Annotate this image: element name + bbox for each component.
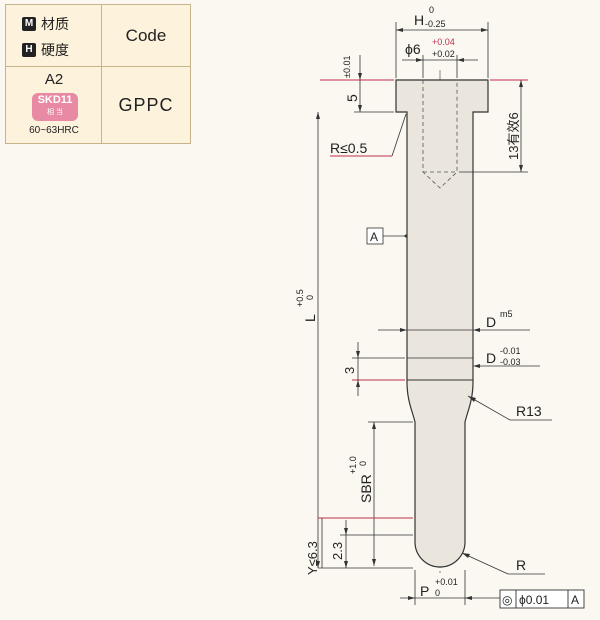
length-label: L [302, 314, 318, 322]
d2-tol-upper: -0.01 [500, 346, 521, 356]
dim-d-fit: D m5 [378, 309, 530, 332]
r13-callout: R13 [467, 395, 552, 421]
h-tol-upper: 0 [429, 5, 434, 15]
r13-label: R13 [516, 403, 542, 419]
equivalent-badge: SKD11 相 当 [32, 93, 78, 121]
d-fit-label: D [486, 314, 496, 330]
material-cell: A2 SKD11 相 当 60~63HRC [6, 67, 102, 143]
sbr-tol-lower: 0 [358, 461, 368, 466]
p-label: P [420, 583, 429, 599]
dim-sbr: SBR +1.0 0 [348, 421, 413, 566]
radius-head-callout: R≤0.5 [330, 113, 407, 157]
hardness-row: H 硬度 [22, 40, 69, 60]
depth-label: 13有效6 [506, 112, 521, 160]
phi6-tol-upper: +0.04 [432, 37, 455, 47]
dim-length: L +0.5 0 [295, 112, 320, 568]
code-header: Code [102, 5, 190, 67]
h-label: H [414, 12, 424, 28]
hardness-label: 硬度 [41, 42, 69, 58]
punch-body [395, 79, 489, 568]
d2-tol-lower: -0.03 [500, 357, 521, 367]
length-tol-lower: 0 [305, 295, 315, 300]
d2-label: D [486, 350, 496, 366]
material-row: M 材质 [22, 14, 69, 34]
material-label: 材质 [41, 16, 69, 32]
concentricity-symbol: ◎ [502, 593, 512, 607]
material-hardness-header: M 材质 H 硬度 [6, 5, 102, 67]
spec-table: M 材质 H 硬度 Code A2 SKD11 相 当 60~63HRC GPP… [5, 4, 191, 144]
sbr-tol-upper: +1.0 [348, 456, 358, 474]
d-fit-tol: m5 [500, 309, 513, 319]
h-icon: H [22, 43, 36, 57]
material-value: A2 [44, 71, 64, 88]
head-thk-tol: ±0.01 [342, 56, 352, 78]
concentricity-datum: A [571, 593, 579, 607]
dim-phi6: ϕ6 +0.04 +0.02 [402, 37, 478, 78]
concentricity-value: ϕ0.01 [519, 593, 549, 607]
step-label: 3 [342, 367, 357, 374]
dim-p: P +0.01 0 [400, 570, 480, 605]
datum-a: A [366, 227, 408, 245]
datum-a-label: A [370, 230, 378, 244]
dim-step: 3 D -0.01 -0.03 [342, 342, 540, 396]
length-tol-upper: +0.5 [295, 289, 305, 307]
tip-label: 2.3 [330, 542, 345, 560]
phi6-label: ϕ6 [405, 41, 421, 57]
radius-head-label: R≤0.5 [330, 140, 367, 156]
h-tol-lower: -0.25 [425, 19, 446, 29]
sbr-label: SBR [358, 474, 374, 503]
hardness-value: 60~63HRC [29, 125, 79, 136]
r-tip-callout: R [461, 552, 545, 575]
equivalent-sub: 相 当 [47, 109, 63, 116]
dim-h: H 0 -0.25 [395, 5, 489, 78]
p-tol-upper: +0.01 [435, 577, 458, 587]
code-value: GPPC [118, 94, 174, 115]
y-label: Y≤6.3 [305, 541, 320, 575]
m-icon: M [22, 17, 36, 31]
head-thk-label: 5 [344, 94, 360, 102]
equivalent-main: SKD11 [37, 94, 73, 106]
r-tip-label: R [516, 557, 526, 573]
dim-bore-depth: 13有效6 [459, 79, 528, 173]
dim-tip: 2.3 Y≤6.3 [305, 517, 413, 575]
phi6-tol-lower: +0.02 [432, 49, 455, 59]
concentricity-frame: ◎ ϕ0.01 A [480, 589, 585, 609]
p-tol-lower: 0 [435, 588, 440, 598]
hidden-bore [422, 80, 458, 189]
dim-head-thickness: 5 ±0.01 [320, 55, 394, 113]
